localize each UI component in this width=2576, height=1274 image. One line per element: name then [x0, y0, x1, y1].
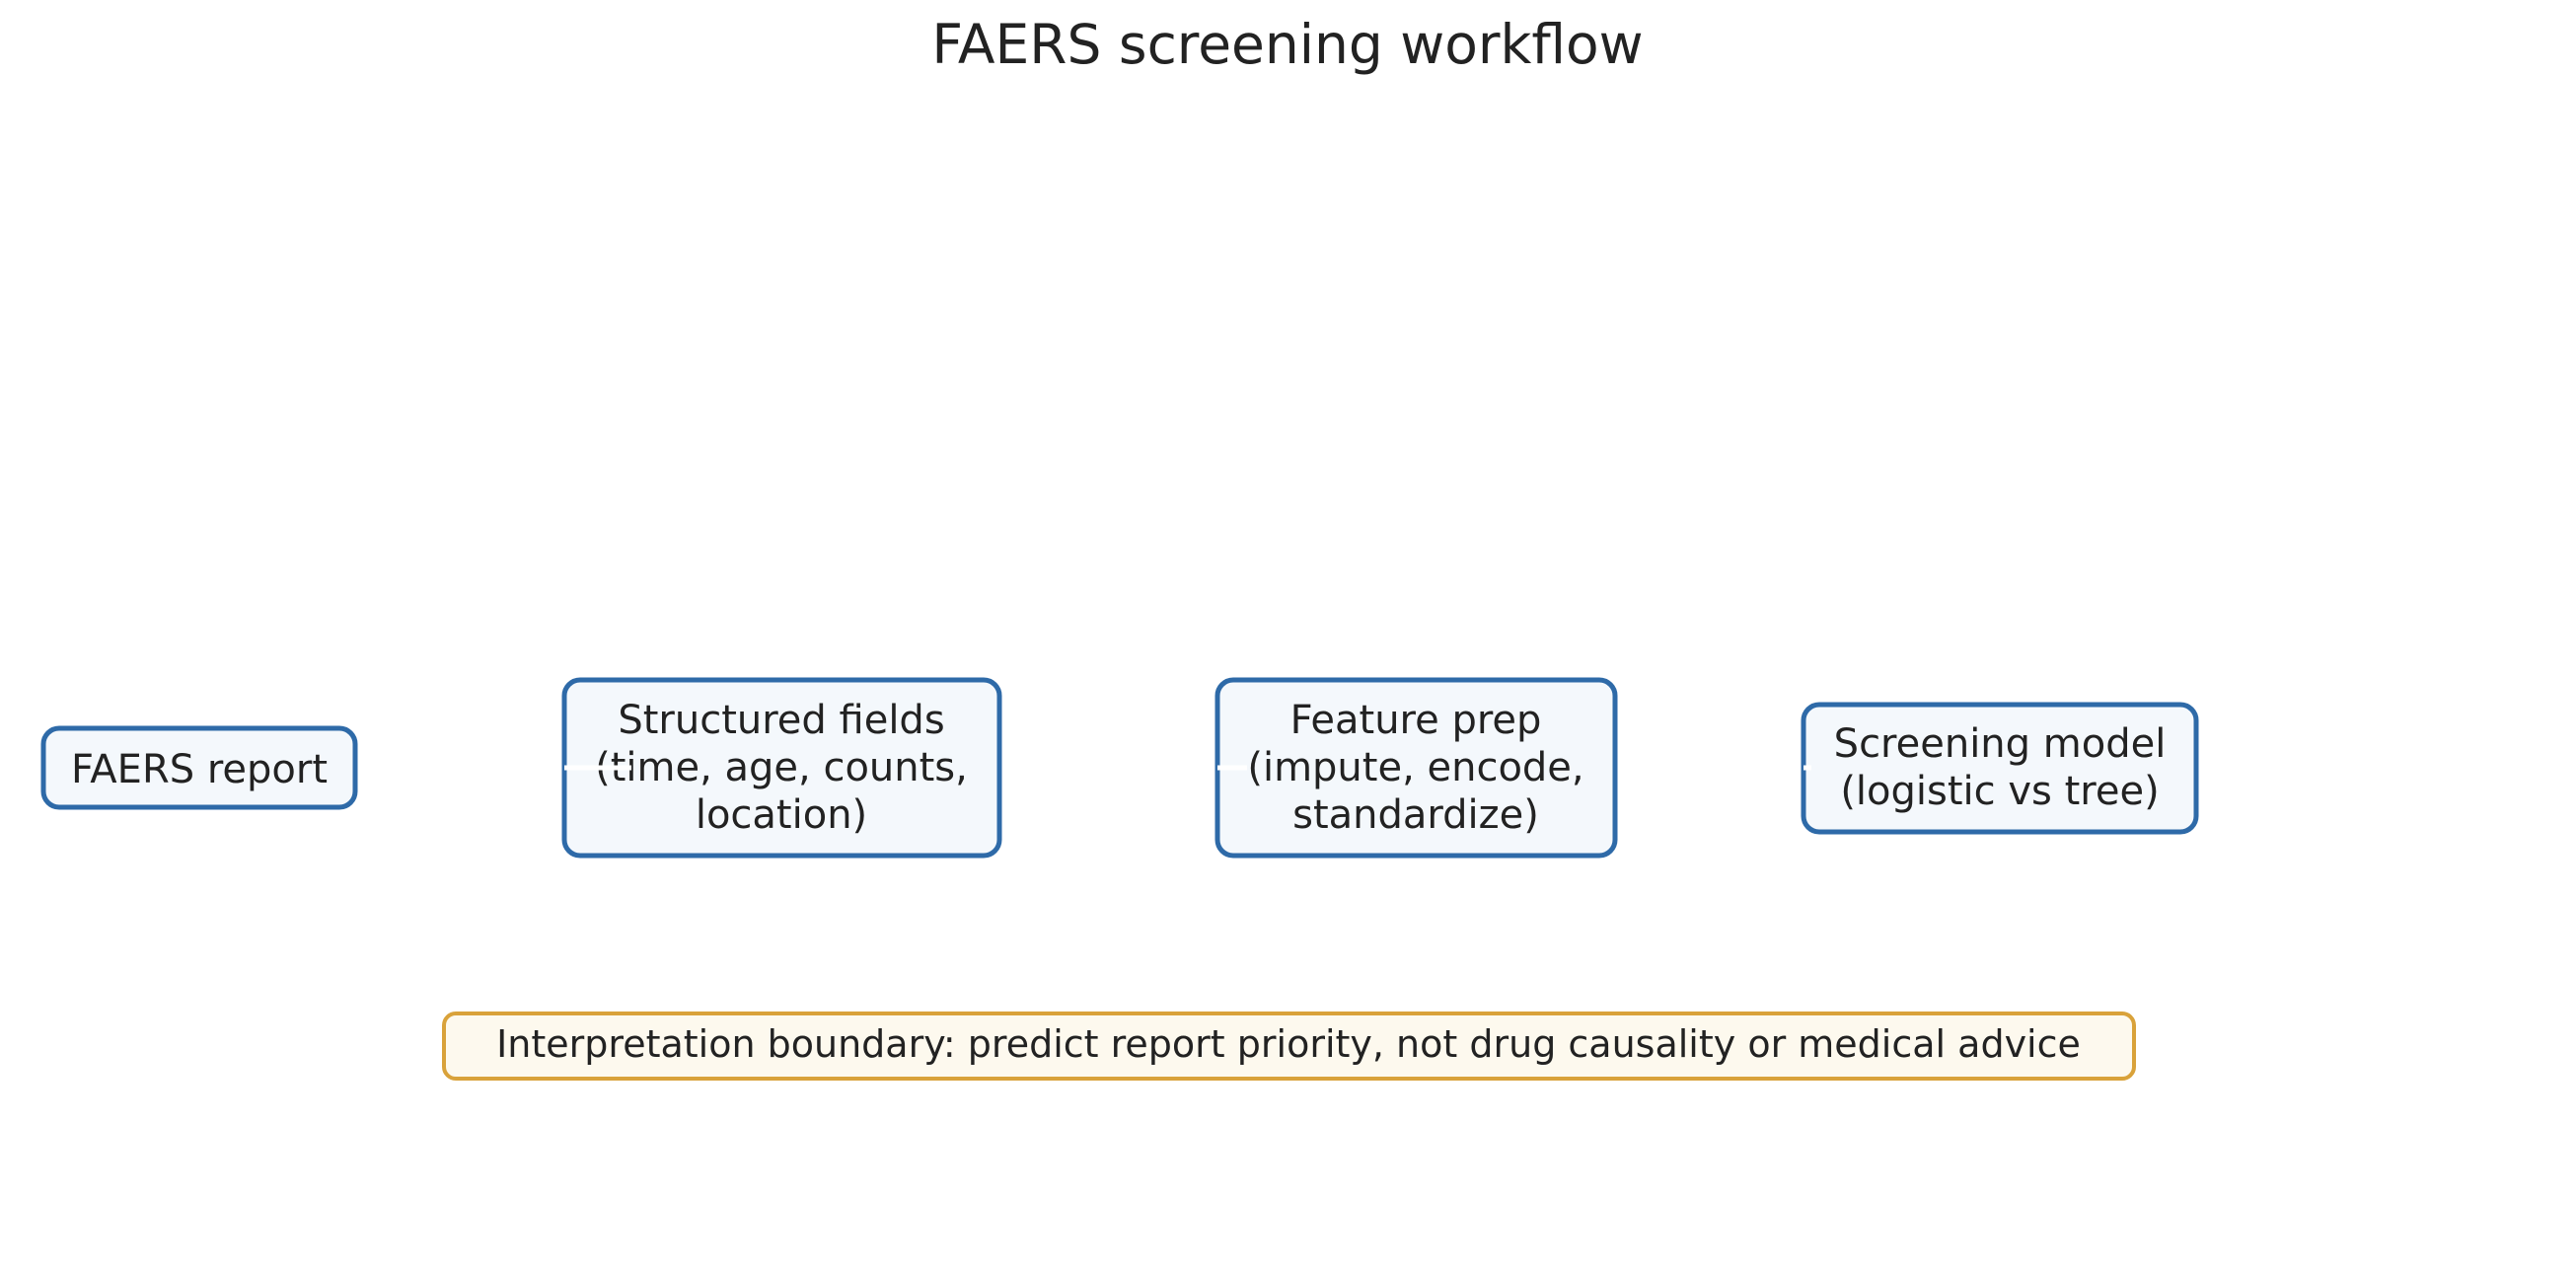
interpretation-boundary-text: Interpretation boundary: predict report …	[496, 1022, 2081, 1066]
node-faers-report-box	[40, 725, 358, 810]
node-screening-model-line-2: (logistic vs tree)	[1840, 769, 2159, 814]
node-feature-prep-line-3: standardize)	[1292, 792, 1539, 838]
node-structured-fields-line-1: Structured fields	[618, 698, 944, 743]
node-feature-prep-line-2: (impute, encode,	[1247, 745, 1583, 790]
node-structured-fields-line-3: location)	[696, 792, 867, 838]
node-faers-report-label: FAERS report	[71, 747, 328, 792]
node-faers-report: FAERS report	[40, 725, 358, 810]
node-structured-fields-line-2: (time, age, counts,	[595, 745, 968, 790]
node-screening-model: Screening model (logistic vs tree)	[1801, 702, 2199, 835]
node-structured-fields: Structured fields (time, age, counts, lo…	[561, 677, 1002, 859]
node-screening-model-line-1: Screening model	[1834, 721, 2167, 767]
node-feature-prep-line-1: Feature prep	[1290, 698, 1542, 743]
interpretation-boundary-box	[442, 1012, 2136, 1081]
node-feature-prep: Feature prep (impute, encode, standardiz…	[1214, 677, 1618, 859]
interpretation-boundary-note: Interpretation boundary: predict report …	[442, 1012, 2136, 1081]
diagram-title: FAERS screening workflow	[931, 13, 1643, 76]
